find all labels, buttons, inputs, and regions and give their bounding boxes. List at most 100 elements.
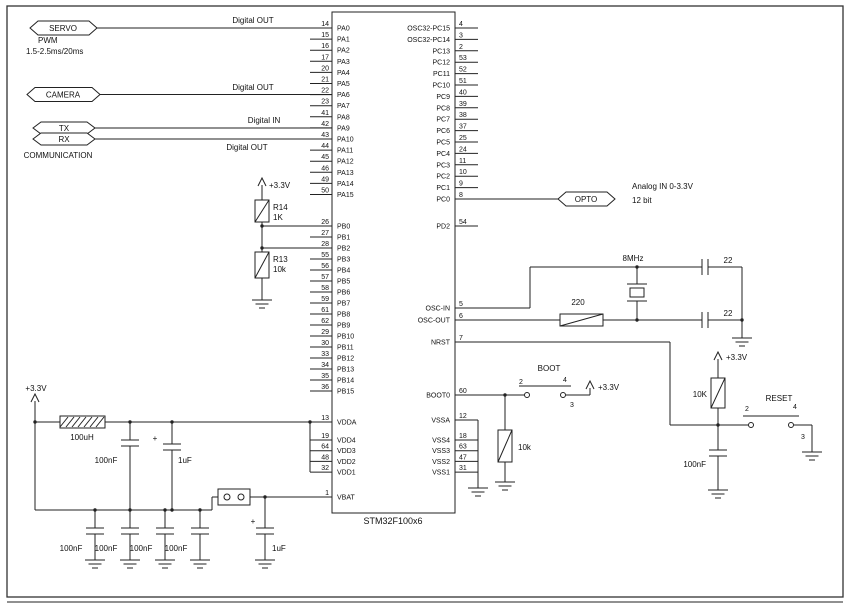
wire-oscillator	[455, 266, 743, 338]
pin-name-PB15: PB15	[337, 389, 354, 396]
inductor-hatch	[95, 416, 105, 428]
pin-number-VDD1: 32	[321, 465, 329, 472]
wire-junction	[308, 420, 312, 424]
pin-name-OSC-IN: OSC-IN	[426, 306, 451, 313]
pin-name-PA11: PA11	[337, 148, 353, 155]
boot-label: BOOT	[538, 364, 561, 373]
pin-number-PC11: 52	[459, 67, 467, 74]
wire-junction	[33, 420, 37, 424]
pin-name-PB1: PB1	[337, 235, 350, 242]
pin-number-PA10: 43	[321, 132, 329, 139]
pin-name-PC5: PC5	[436, 140, 450, 147]
boot-switch	[519, 385, 571, 398]
opto-connector	[557, 191, 616, 207]
r14-ref-label: R14	[273, 203, 288, 212]
reset-cap-label: 100nF	[683, 460, 706, 469]
pin-number-PA13: 46	[321, 165, 329, 172]
pin-name-OSC32-PC15: OSC32-PC15	[407, 26, 450, 33]
pin-number-PA6: 22	[321, 88, 329, 95]
pin-name-VSS1: VSS1	[432, 470, 450, 477]
pin-number-PB2: 28	[321, 241, 329, 248]
communication-label: COMMUNICATION	[24, 151, 93, 160]
wire-junction	[128, 508, 132, 512]
vdda-cap2-label: 1uF	[178, 456, 192, 465]
pin-name-PC2: PC2	[436, 174, 450, 181]
pin-name-PC9: PC9	[436, 94, 450, 101]
pin-name-PD2: PD2	[436, 224, 450, 231]
pin-number-OSC-OUT: 6	[459, 313, 463, 320]
crystal-frequency-label: 8MHz	[623, 254, 644, 263]
generated-symbols: 14PA015PA116PA217PA320PA421PA522PA623PA7…	[30, 21, 823, 569]
pin-number-PB13: 34	[321, 362, 329, 369]
pin-name-PC3: PC3	[436, 162, 450, 169]
osc-resistor-label: 220	[571, 298, 585, 307]
inductor-hatch	[65, 416, 75, 428]
pin-number-PC5: 25	[459, 135, 467, 142]
inductor-hatch	[83, 416, 93, 428]
pin-number-PC8: 39	[459, 101, 467, 108]
pin-name-PB0: PB0	[337, 224, 350, 231]
crystal-body	[629, 287, 645, 298]
inductor-hatch	[71, 416, 81, 428]
pin-number-PA9: 42	[321, 121, 329, 128]
pin-number-PB0: 26	[321, 219, 329, 226]
wire-junction	[263, 495, 267, 499]
pin-name-PA15: PA15	[337, 192, 354, 199]
pin-name-OSC32-PC14: OSC32-PC14	[407, 37, 450, 44]
pin-name-PA7: PA7	[337, 103, 350, 110]
bulk-cap1-label: 100nF	[60, 544, 83, 553]
pin-name-PC12: PC12	[432, 60, 450, 67]
wire-junction	[170, 420, 174, 424]
pin-number-PA8: 41	[321, 110, 329, 117]
boot-switch-pin3-label: 3	[570, 402, 574, 409]
pin-name-PC11: PC11	[433, 71, 450, 78]
boot-switch-pin4-label: 4	[563, 377, 567, 384]
pin-name-PB5: PB5	[337, 279, 350, 286]
wire-junction	[740, 318, 744, 322]
pin-number-PC7: 38	[459, 112, 467, 119]
pin-number-PB8: 61	[321, 307, 329, 314]
pin-name-VSS4: VSS4	[432, 438, 450, 445]
pin-name-VSSA: VSSA	[431, 418, 450, 425]
pin-name-PC8: PC8	[436, 105, 450, 112]
wire-junction	[128, 420, 132, 424]
pwm-spec-label: 1.5-2.5ms/20ms	[26, 47, 83, 56]
pin-name-PC0: PC0	[436, 197, 450, 204]
rx-connector	[32, 132, 96, 146]
pin-number-PB12: 33	[321, 351, 329, 358]
analog-in-label: Analog IN 0-3.3V	[632, 182, 694, 191]
pin-name-PC4: PC4	[436, 151, 450, 158]
pin-name-PA3: PA3	[337, 59, 350, 66]
osc-220-resistor-slash	[559, 313, 604, 327]
pin-number-OSC32-PC14: 3	[459, 32, 463, 39]
wire-junction	[93, 508, 97, 512]
pin-name-PB2: PB2	[337, 246, 350, 253]
boot-resistor-label: 10k	[518, 443, 532, 452]
wire-junction	[635, 318, 639, 322]
r13-ref-label: R13	[273, 255, 288, 264]
pin-number-PA11: 44	[321, 143, 329, 150]
pin-number-PC13: 2	[459, 44, 463, 51]
bulk-cap3-label: 100nF	[130, 544, 153, 553]
pin-name-VSS2: VSS2	[432, 459, 450, 466]
bulk-cap4-label: 100nF	[165, 544, 188, 553]
pin-number-PB1: 27	[321, 230, 329, 237]
figure-border	[6, 5, 844, 598]
camera-tag-label: CAMERA	[46, 91, 81, 100]
v33-reset-label: +3.3V	[726, 353, 748, 362]
wire-vdda-filter	[35, 421, 332, 510]
bulk-cap2-label: 100nF	[95, 544, 118, 553]
pin-name-PB3: PB3	[337, 257, 350, 264]
r13-slash	[254, 251, 270, 279]
pin-name-PA9: PA9	[337, 125, 350, 132]
analog-bits-label: 12 bit	[632, 196, 652, 205]
pin-name-PA13: PA13	[337, 170, 354, 177]
pin-number-VSS4: 18	[459, 433, 467, 440]
pin-number-VSS3: 63	[459, 444, 467, 451]
wire-pullup-chain	[261, 192, 332, 300]
pin-number-VSS2: 47	[459, 454, 467, 461]
pin-number-PA2: 16	[321, 43, 329, 50]
reset-pullup-resistor-slash	[710, 377, 726, 409]
vbat-cap-plus-mark: +	[251, 517, 256, 526]
